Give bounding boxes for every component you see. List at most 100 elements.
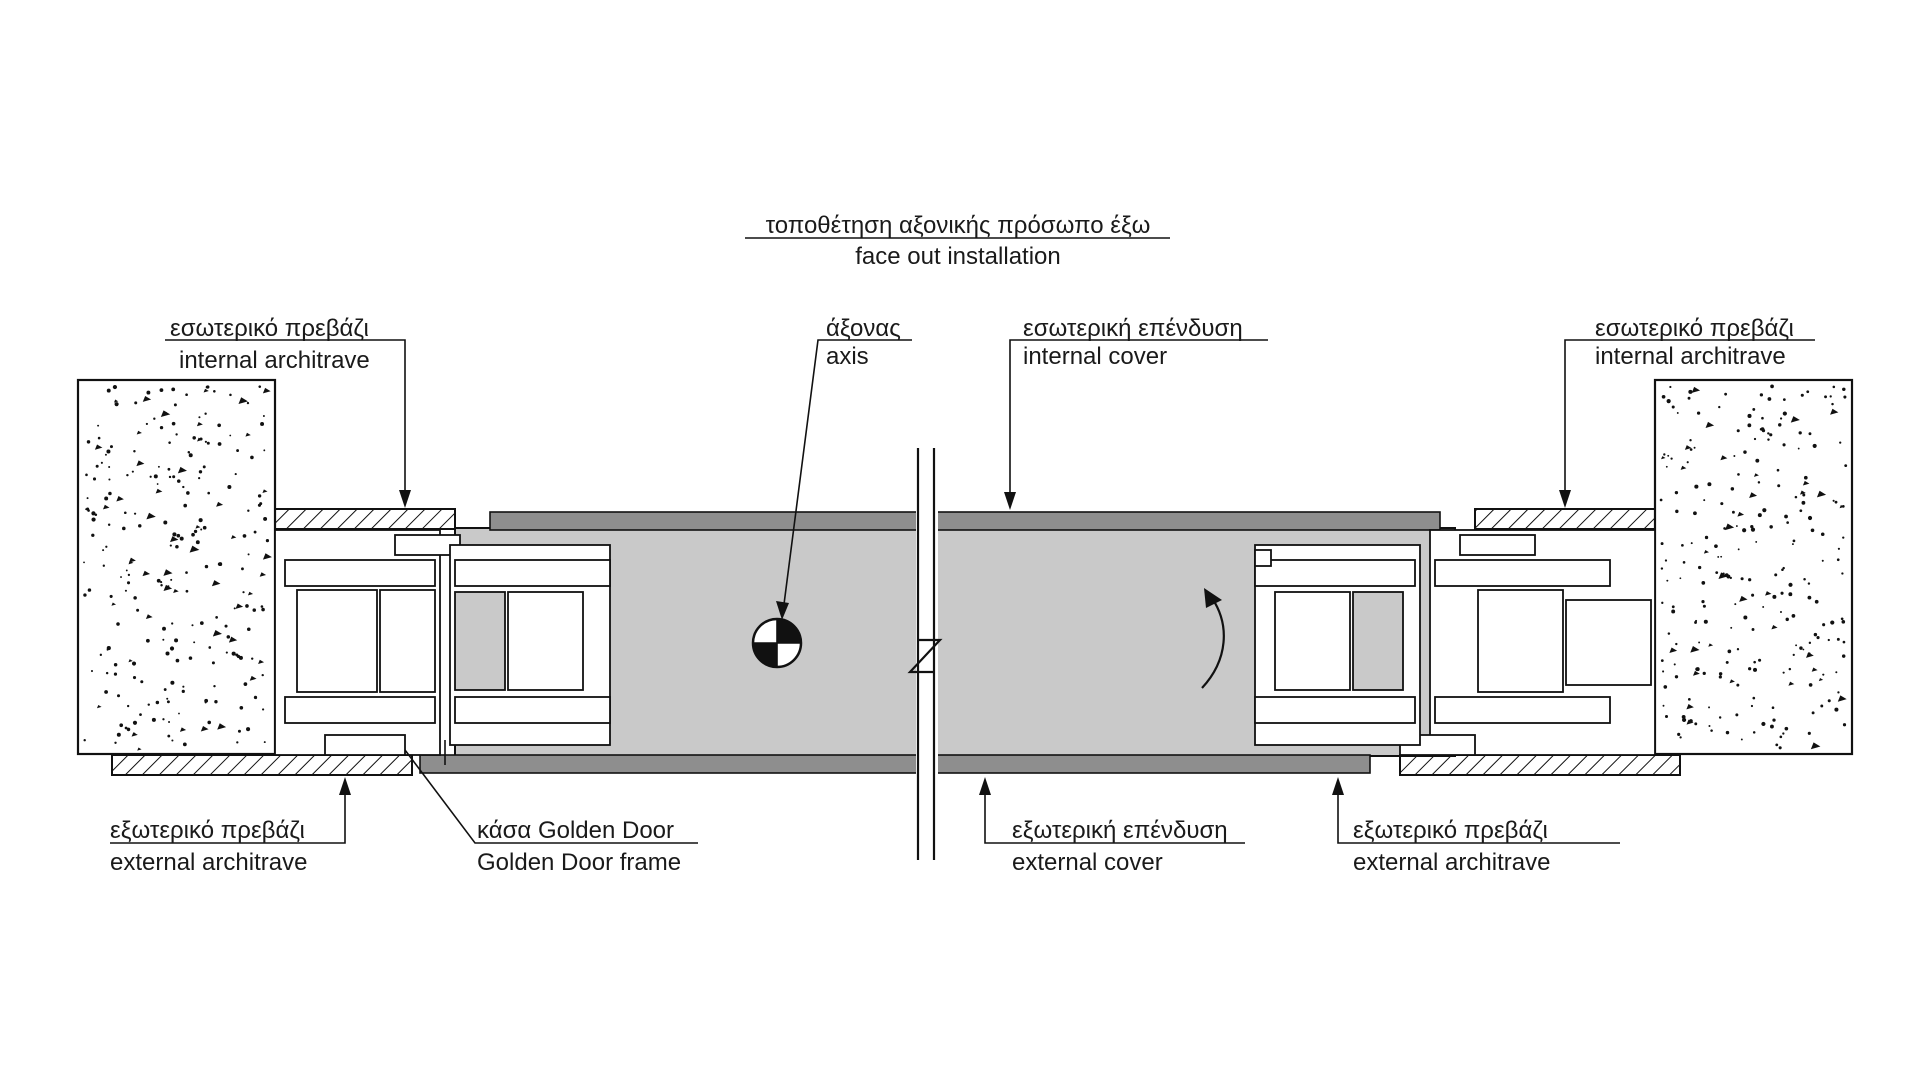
aggregate-speck xyxy=(146,512,156,520)
sand-speck xyxy=(91,533,95,537)
sand-speck xyxy=(178,712,180,715)
aggregate-speck xyxy=(262,489,268,494)
sand-speck xyxy=(1827,699,1831,703)
sand-speck xyxy=(1808,641,1812,645)
svg-text:εσωτερικό πρεβάζι: εσωτερικό πρεβάζι xyxy=(170,315,369,342)
sand-speck xyxy=(106,646,111,651)
sand-speck xyxy=(1689,448,1693,451)
sand-speck xyxy=(126,581,131,585)
sand-speck xyxy=(226,635,231,639)
sand-speck xyxy=(204,440,207,443)
sand-speck xyxy=(1735,713,1739,717)
sand-speck xyxy=(241,567,244,571)
break-zigzag xyxy=(907,638,943,674)
sand-speck xyxy=(1792,653,1795,656)
frame-top-rail-right xyxy=(1434,559,1611,587)
sand-speck xyxy=(185,393,188,397)
sand-speck xyxy=(122,526,126,531)
sand-speck xyxy=(202,525,207,530)
frame-chamber-right-b xyxy=(1565,599,1652,686)
sand-speck xyxy=(171,421,176,426)
sand-speck xyxy=(1734,603,1737,606)
sand-speck xyxy=(156,578,161,583)
sand-speck xyxy=(1717,556,1720,558)
sand-speck xyxy=(1791,543,1794,546)
sand-speck xyxy=(1720,502,1724,506)
sand-speck xyxy=(231,651,236,656)
sand-speck xyxy=(116,622,120,626)
sand-speck xyxy=(1665,465,1668,468)
sand-speck xyxy=(1820,704,1824,708)
sand-speck xyxy=(179,536,184,541)
aggregate-speck xyxy=(247,591,254,596)
sand-speck xyxy=(192,436,196,440)
sand-speck xyxy=(113,672,118,676)
sand-speck xyxy=(166,697,169,700)
sand-speck xyxy=(95,464,99,468)
sand-speck xyxy=(1822,673,1825,676)
sand-speck xyxy=(1753,660,1756,664)
sand-speck xyxy=(124,589,127,592)
aggregate-speck xyxy=(170,536,179,543)
sand-speck xyxy=(1723,527,1726,530)
sand-speck xyxy=(107,523,111,527)
sand-speck xyxy=(1801,500,1806,505)
sand-speck xyxy=(260,605,264,608)
sand-speck xyxy=(1806,390,1810,394)
sand-speck xyxy=(176,533,181,538)
rotation-arrow xyxy=(1201,588,1225,689)
frame-clip-left-bottom xyxy=(324,734,406,756)
sand-speck xyxy=(1837,691,1840,694)
sand-speck xyxy=(133,450,136,453)
sand-speck xyxy=(157,465,160,468)
sand-speck xyxy=(126,473,129,477)
sand-speck xyxy=(236,741,239,744)
aggregate-speck xyxy=(1737,511,1745,517)
sand-speck xyxy=(1736,683,1740,687)
sand-speck xyxy=(140,680,144,684)
sand-speck xyxy=(1784,726,1789,731)
aggregate-speck xyxy=(249,675,257,681)
sand-speck xyxy=(1715,571,1719,575)
sand-speck xyxy=(109,594,113,598)
sand-speck xyxy=(171,739,174,742)
aggregate-speck xyxy=(196,421,203,427)
sand-speck xyxy=(1709,483,1712,486)
sand-speck xyxy=(204,564,209,569)
sand-speck xyxy=(105,671,109,675)
sand-speck xyxy=(1753,437,1757,441)
sand-speck xyxy=(1842,640,1846,644)
sand-speck xyxy=(263,449,266,452)
sand-speck xyxy=(1750,704,1754,708)
svg-text:internal cover: internal cover xyxy=(1023,343,1167,370)
sand-speck xyxy=(242,534,247,538)
aggregate-speck xyxy=(212,629,222,637)
sand-speck xyxy=(187,451,191,454)
sand-speck xyxy=(1698,641,1701,644)
sand-speck xyxy=(1750,524,1754,529)
aggregate-speck xyxy=(94,444,103,450)
sand-speck xyxy=(133,596,137,600)
aggregate-speck xyxy=(1661,456,1666,460)
sand-speck xyxy=(234,473,237,476)
sand-speck xyxy=(1797,447,1800,450)
sand-speck xyxy=(1687,697,1691,701)
sand-speck xyxy=(91,511,96,516)
sand-speck xyxy=(1661,394,1666,399)
sand-speck xyxy=(1659,498,1663,502)
sand-speck xyxy=(1799,509,1803,513)
sand-speck xyxy=(1800,393,1804,397)
sand-speck xyxy=(1782,732,1785,735)
sand-speck xyxy=(1662,670,1665,673)
sand-speck xyxy=(1743,615,1748,620)
sand-speck xyxy=(261,607,265,612)
aggregate-speck xyxy=(1691,386,1701,393)
sand-speck xyxy=(1767,438,1770,441)
sand-speck xyxy=(119,723,124,728)
sand-speck xyxy=(174,638,179,643)
sand-speck xyxy=(214,700,218,704)
sand-speck xyxy=(224,624,228,628)
sand-speck xyxy=(104,496,109,501)
sand-speck xyxy=(83,593,87,597)
sand-speck xyxy=(1841,654,1846,658)
